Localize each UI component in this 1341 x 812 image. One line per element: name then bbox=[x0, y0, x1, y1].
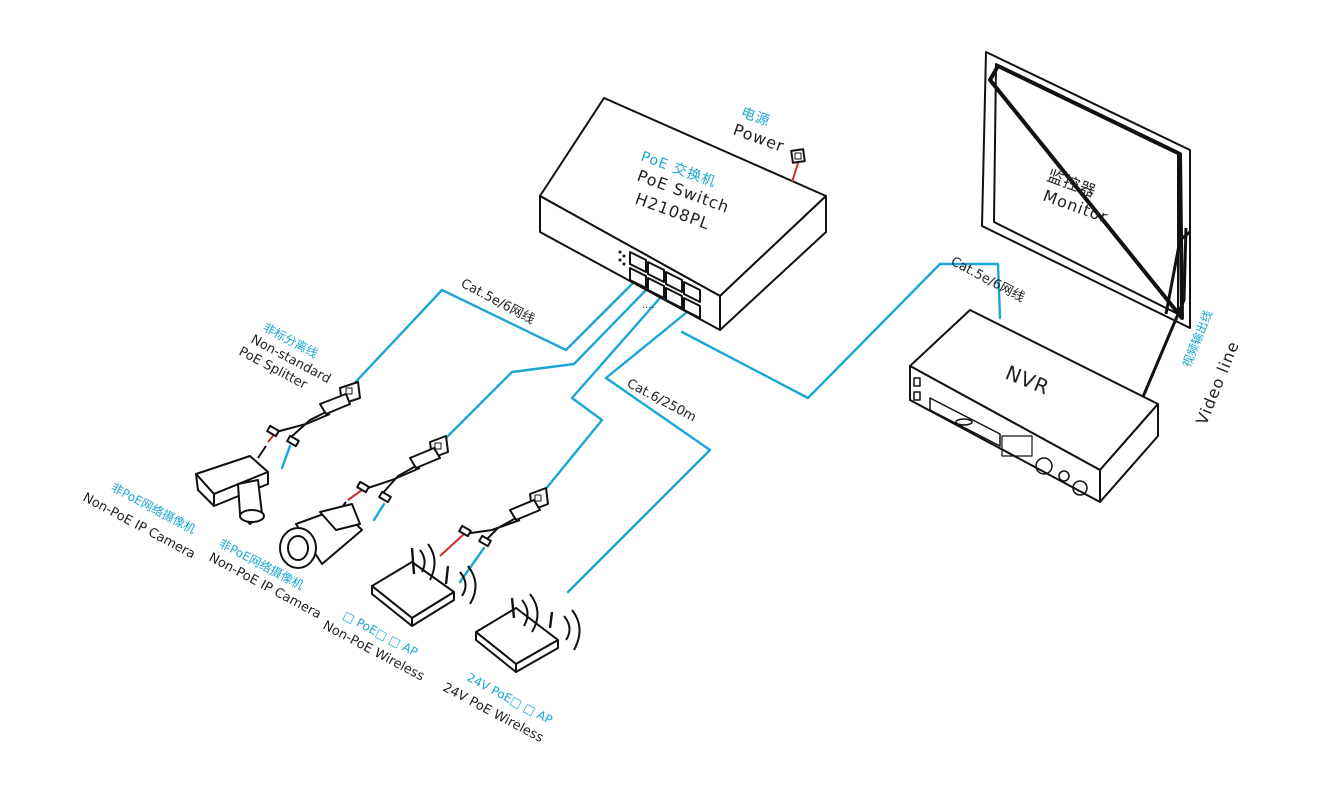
cable-to-splitter-1 bbox=[348, 276, 640, 390]
splitter-3 bbox=[439, 487, 549, 584]
cable-to-splitter-2 bbox=[438, 286, 650, 446]
nvr: NVR bbox=[909, 309, 1159, 503]
ap-poe bbox=[475, 593, 581, 673]
cable-to-nvr bbox=[680, 262, 1002, 400]
monitor: 监控器 Monitor bbox=[981, 51, 1191, 329]
box-camera bbox=[195, 455, 269, 525]
cable-to-splitter-3 bbox=[538, 296, 662, 498]
power-socket bbox=[790, 148, 806, 183]
bullet-camera bbox=[279, 503, 363, 569]
cable-label-right: Cat.5e/6网线 bbox=[948, 254, 1027, 305]
cable-label-left: Cat.5e/6网线 bbox=[458, 276, 537, 327]
splitter-1 bbox=[257, 381, 361, 470]
svg-text:....: .... bbox=[642, 300, 655, 311]
ap-nonpoe bbox=[371, 543, 477, 627]
cable-label-long: Cat.6/250m bbox=[624, 376, 699, 425]
cable-to-poe-ap bbox=[566, 306, 712, 594]
switch-ports: .... bbox=[618, 250, 701, 319]
splitter-2 bbox=[337, 435, 449, 522]
poe-switch: .... PoE 交换机 PoE Switch H2108PL 电源 Power bbox=[539, 97, 827, 331]
cables bbox=[348, 262, 1002, 594]
